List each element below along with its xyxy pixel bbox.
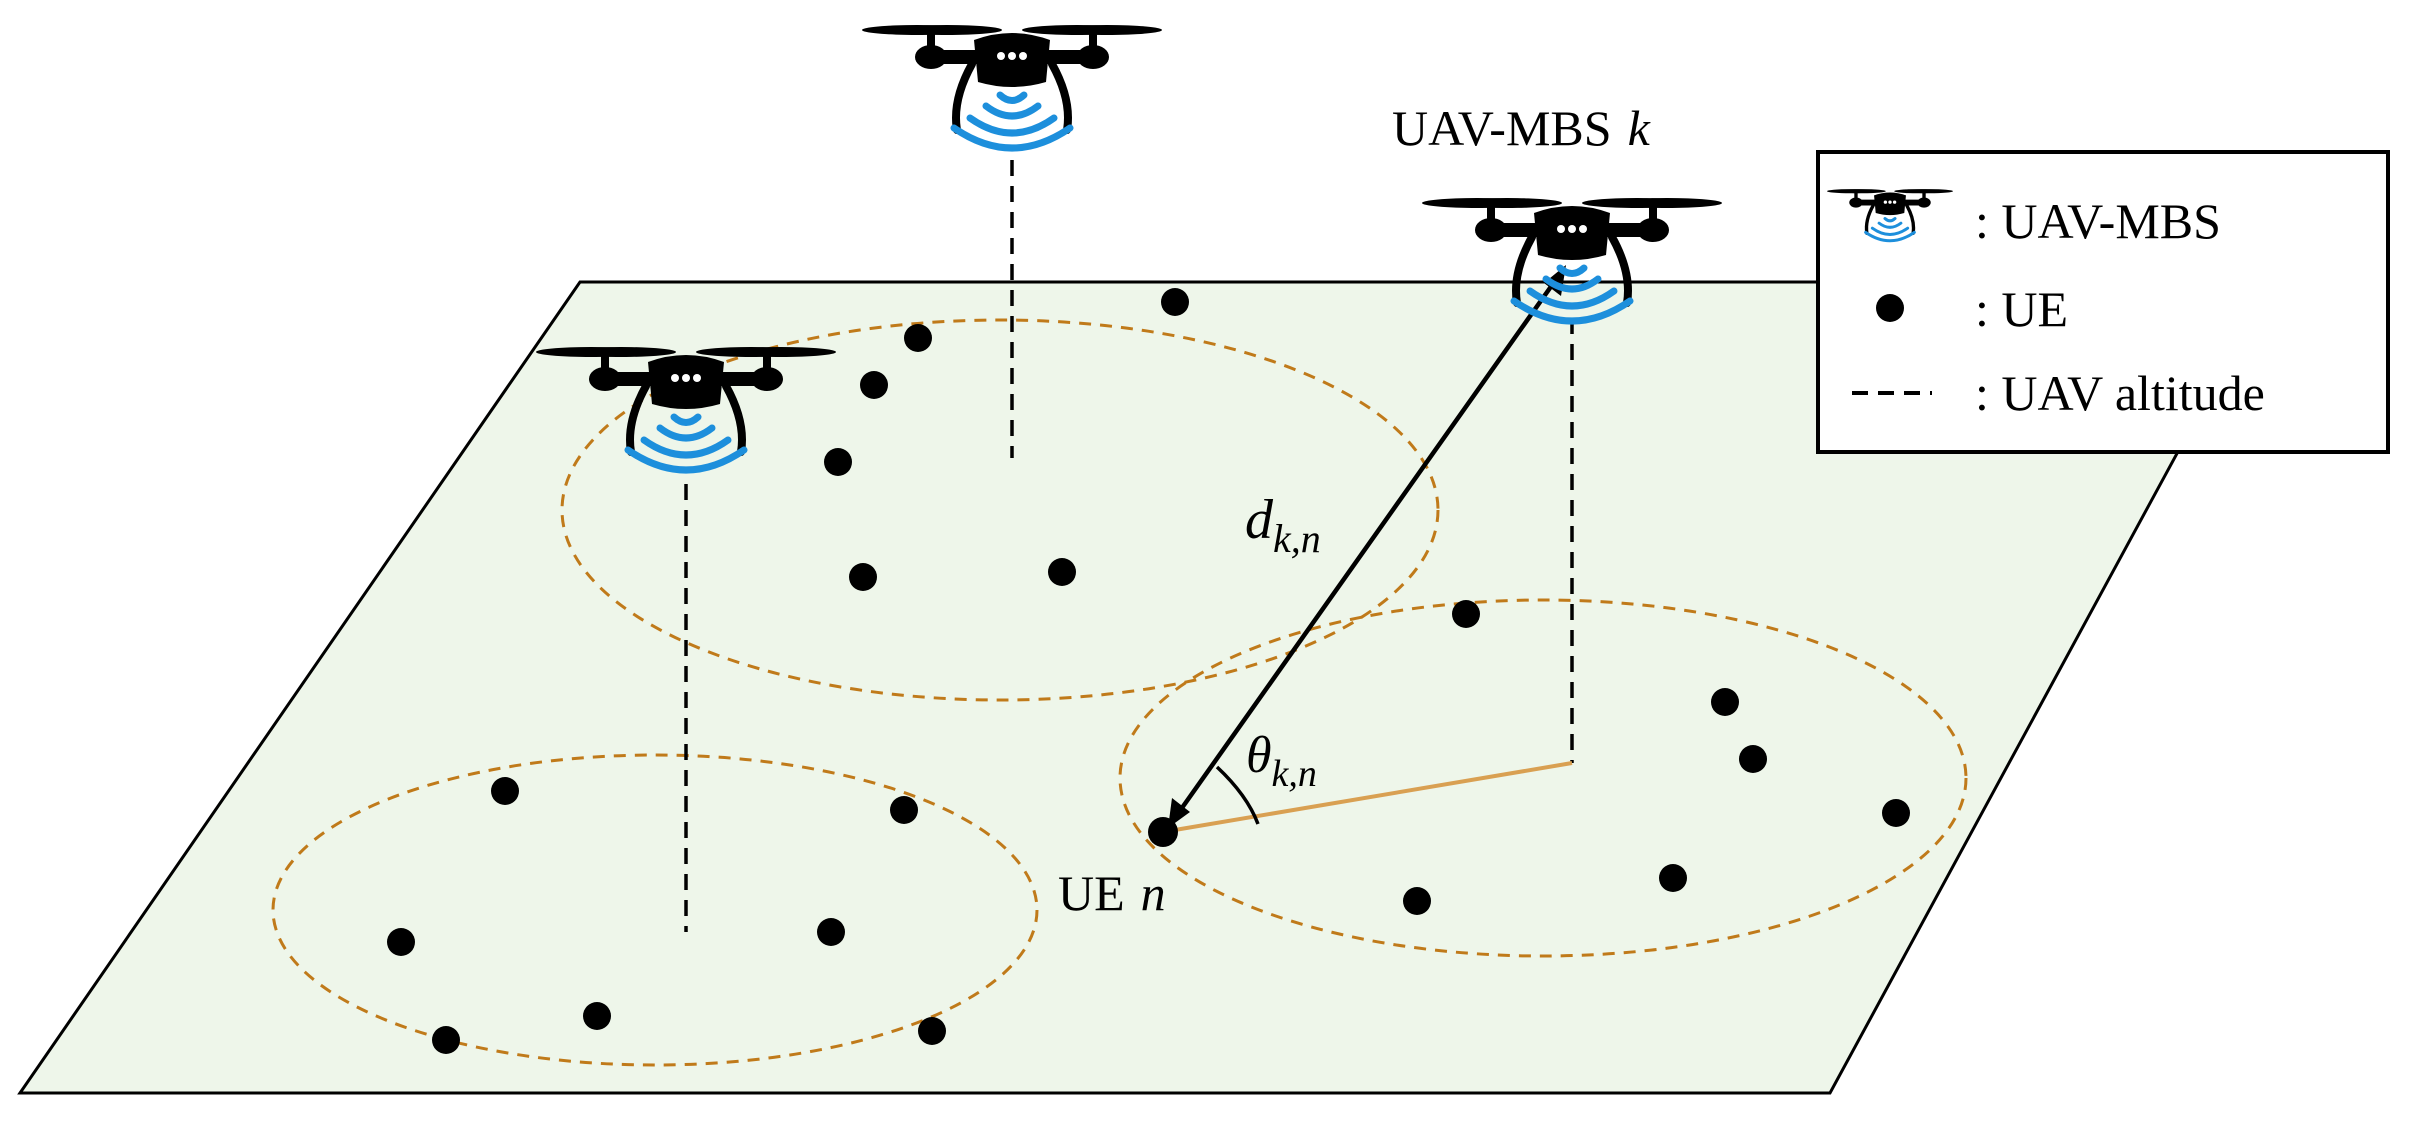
ue-dot <box>904 324 932 352</box>
altitude-lines <box>684 160 1574 932</box>
legend-altitude-label: : UAV altitude <box>1975 365 2265 421</box>
ue-dot <box>1882 799 1910 827</box>
ground-projection-line <box>1162 761 1573 834</box>
distance-label: dk,n <box>1245 489 1321 561</box>
angle-label: θk,n <box>1246 727 1317 795</box>
ue-dot <box>1048 558 1076 586</box>
legend: : UAV-MBS : UE : UAV altitude <box>1816 150 2390 454</box>
ue-dot <box>1739 745 1767 773</box>
cluster-right <box>1118 598 1968 958</box>
ground-plane <box>17 280 2273 1095</box>
ue-dot <box>849 563 877 591</box>
ue-dot <box>432 1026 460 1054</box>
legend-uav-label: : UAV-MBS <box>1975 193 2221 249</box>
ue-dot <box>387 928 415 956</box>
ue-dot <box>1403 887 1431 915</box>
legend-ue-label: : UE <box>1975 281 2068 337</box>
ue-dot <box>1161 288 1189 316</box>
ue-dot <box>918 1017 946 1045</box>
ue-dot <box>1659 864 1687 892</box>
cluster-bottom-left <box>271 753 1039 1067</box>
ue-dot <box>824 448 852 476</box>
cluster-top-left <box>560 318 1440 702</box>
ue-dot <box>583 1002 611 1030</box>
uav-top <box>862 25 1162 148</box>
ue-dot <box>1711 688 1739 716</box>
ue-dot <box>491 777 519 805</box>
ue-dot <box>890 796 918 824</box>
ue-dots <box>387 288 1910 1054</box>
ue-dot <box>860 371 888 399</box>
angle-arc <box>1215 765 1260 825</box>
ue-dot <box>817 918 845 946</box>
cluster-boundaries <box>271 318 1968 1067</box>
legend-ue-icon <box>1876 294 1904 322</box>
ue-dot <box>1452 600 1480 628</box>
ue-dot-n <box>1148 817 1178 847</box>
